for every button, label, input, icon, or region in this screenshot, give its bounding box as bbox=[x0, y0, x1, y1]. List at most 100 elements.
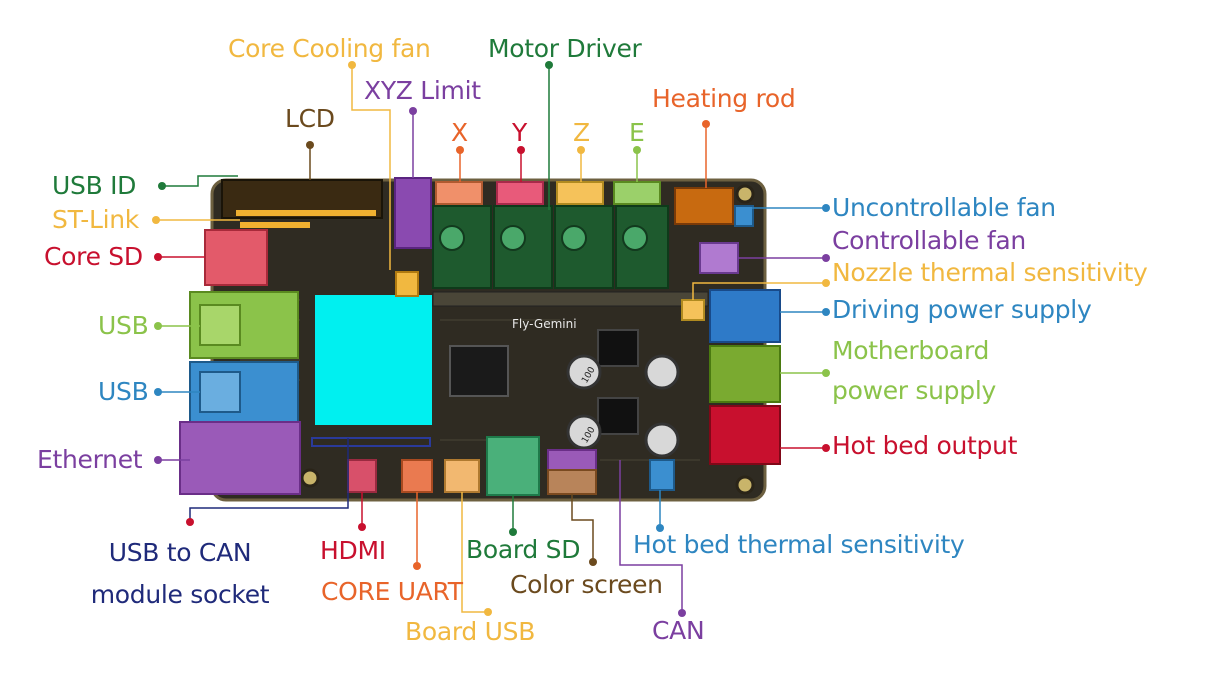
st-link-pins bbox=[240, 222, 310, 228]
leader-dot bbox=[152, 216, 160, 224]
label-usb-2: USB bbox=[98, 377, 149, 406]
label-hot-bed-thermal: Hot bed thermal sensitivity bbox=[633, 530, 965, 559]
label-xyz-limit: XYZ Limit bbox=[364, 76, 481, 105]
leader-dot bbox=[154, 322, 162, 330]
leader-dot bbox=[456, 146, 464, 154]
label-y: Y bbox=[512, 118, 527, 147]
can-connector bbox=[547, 469, 597, 495]
label-uncontrollable-fan: Uncontrollable fan bbox=[832, 193, 1056, 222]
leader-dot bbox=[154, 253, 162, 261]
leader-can bbox=[619, 460, 683, 613]
driving-power-terminal bbox=[709, 289, 781, 343]
label-can: CAN bbox=[652, 616, 705, 645]
leader-dot bbox=[186, 518, 194, 526]
uncontrollable-fan-connector bbox=[734, 205, 754, 227]
mount-hole bbox=[735, 475, 755, 495]
label-board-usb: Board USB bbox=[405, 617, 536, 646]
leader-dot bbox=[158, 182, 166, 190]
label-color-screen: Color screen bbox=[510, 570, 663, 599]
capacitor bbox=[566, 414, 602, 450]
leader-nozzle-thermal bbox=[692, 282, 826, 300]
label-core-cooling-fan: Core Cooling fan bbox=[228, 34, 431, 63]
label-usb-to-can-2: module socket bbox=[90, 580, 270, 609]
leader-dot bbox=[589, 558, 597, 566]
label-hot-bed-output: Hot bed output bbox=[832, 431, 1018, 460]
lcd-header-pins bbox=[236, 210, 376, 216]
core-uart-connector bbox=[401, 459, 433, 493]
label-hdmi: HDMI bbox=[320, 536, 386, 565]
label-board-sd: Board SD bbox=[466, 535, 581, 564]
mcu-chip bbox=[449, 345, 509, 397]
label-ethernet: Ethernet bbox=[37, 445, 143, 474]
leader-dot bbox=[306, 141, 314, 149]
x-connector bbox=[435, 181, 483, 205]
z-connector bbox=[556, 181, 604, 205]
leader-dot bbox=[577, 146, 585, 154]
controllable-fan-connector bbox=[699, 242, 739, 274]
leader-dot bbox=[545, 61, 553, 69]
mount-hole bbox=[735, 184, 755, 204]
motherboard-power-terminal bbox=[709, 345, 781, 403]
leader-dot bbox=[409, 107, 417, 115]
label-driving-power: Driving power supply bbox=[832, 295, 1092, 324]
usb-port-green-inner bbox=[199, 304, 241, 346]
label-x: X bbox=[451, 118, 468, 147]
label-heating-rod: Heating rod bbox=[652, 84, 796, 113]
xyz-limit-connector bbox=[394, 177, 432, 249]
leader-dot bbox=[348, 61, 356, 69]
leader-dot bbox=[154, 456, 162, 464]
can-module-outline bbox=[311, 437, 431, 447]
capacitor bbox=[566, 354, 602, 390]
leader-dot bbox=[154, 388, 162, 396]
label-usb-1: USB bbox=[98, 311, 149, 340]
board-sd-slot bbox=[486, 436, 540, 496]
capacitor bbox=[644, 354, 680, 390]
label-nozzle-thermal: Nozzle thermal sensitivity bbox=[832, 258, 1148, 287]
label-z: Z bbox=[573, 118, 590, 147]
leader-usb-id bbox=[162, 175, 238, 187]
motor-driver-modules bbox=[432, 205, 669, 289]
leader-dot bbox=[509, 528, 517, 536]
label-lcd: LCD bbox=[285, 104, 335, 133]
core-sd-slot bbox=[204, 229, 268, 286]
core-module-area bbox=[315, 295, 432, 425]
hot-bed-output-terminal bbox=[709, 405, 781, 465]
heating-rod-terminal bbox=[674, 187, 734, 225]
label-motherboard-power-2: power supply bbox=[832, 376, 996, 405]
board-usb-port bbox=[444, 459, 480, 493]
label-usb-id: USB ID bbox=[52, 171, 137, 200]
leader-dot bbox=[517, 146, 525, 154]
e-connector bbox=[613, 181, 661, 205]
leader-dot bbox=[702, 120, 710, 128]
nozzle-thermal-connector bbox=[681, 299, 705, 321]
label-core-uart: CORE UART bbox=[321, 577, 463, 606]
board-silk-name: Fly-Gemini bbox=[512, 317, 577, 331]
leader-dot bbox=[484, 608, 492, 616]
hdmi-port bbox=[347, 459, 377, 493]
leader-dot bbox=[822, 279, 830, 287]
leader-dot bbox=[822, 444, 830, 452]
y-connector bbox=[496, 181, 544, 205]
color-screen-connector bbox=[547, 449, 597, 471]
leader-dot bbox=[678, 609, 686, 617]
leader-dot bbox=[656, 524, 664, 532]
leader-usb-to-can bbox=[189, 438, 349, 522]
leader-dot bbox=[358, 523, 366, 531]
mosfet-2 bbox=[597, 397, 639, 435]
leader-dot bbox=[633, 146, 641, 154]
leader-dot bbox=[822, 204, 830, 212]
leader-board-usb bbox=[461, 492, 488, 613]
capacitor bbox=[644, 422, 680, 458]
label-usb-to-can-1: USB to CAN bbox=[108, 538, 252, 567]
label-motor-driver: Motor Driver bbox=[488, 34, 642, 63]
label-controllable-fan: Controllable fan bbox=[832, 226, 1026, 255]
label-e: E bbox=[629, 118, 645, 147]
usb-port-blue-inner bbox=[199, 371, 241, 413]
leader-core-cooling-fan bbox=[351, 65, 391, 270]
label-core-sd: Core SD bbox=[44, 242, 143, 271]
hot-bed-thermal-connector bbox=[649, 459, 675, 491]
leader-dot bbox=[822, 308, 830, 316]
mount-hole bbox=[300, 468, 320, 488]
leader-color-screen bbox=[571, 494, 594, 562]
